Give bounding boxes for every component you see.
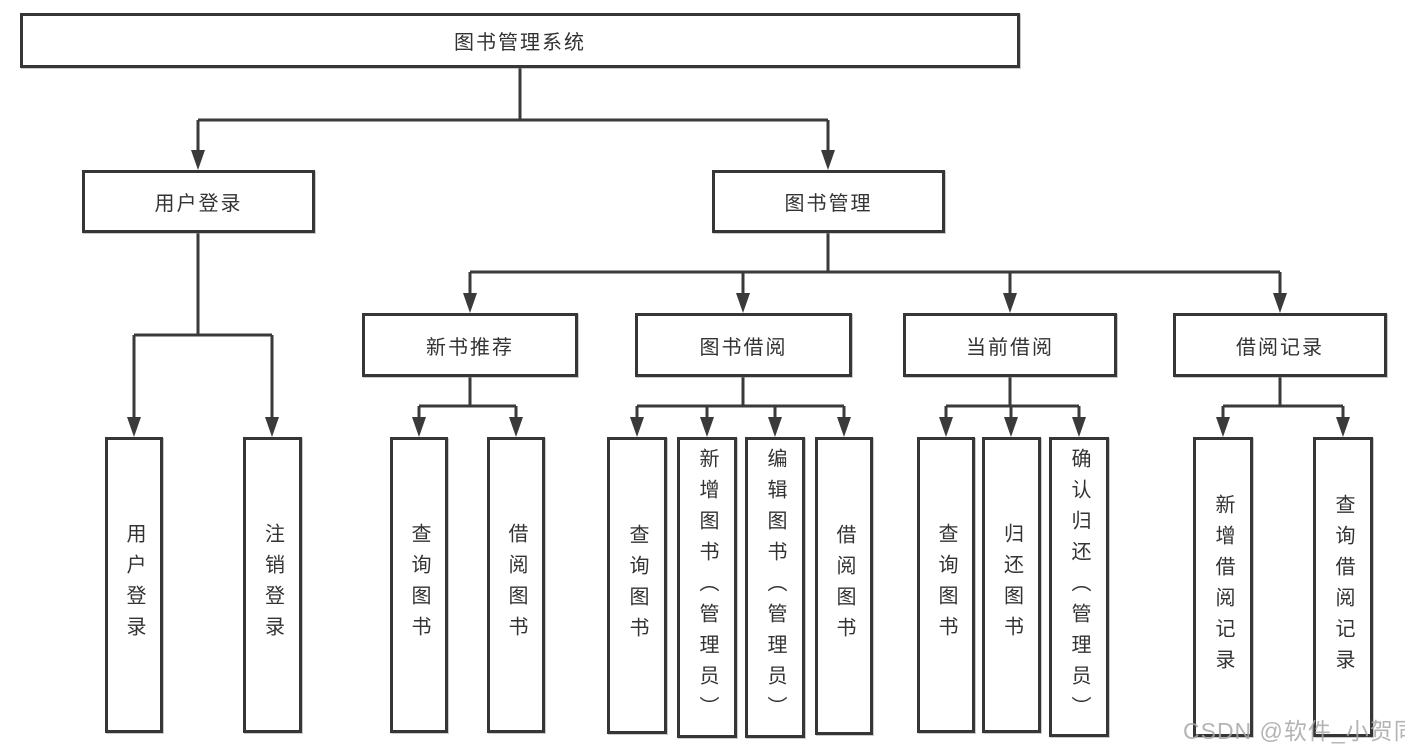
node-current-borrow-label: 当前借阅	[966, 336, 1054, 359]
leaf-return-book-label: 归还图书	[1000, 523, 1023, 647]
connector-currentborrow-to-leaves	[944, 375, 1081, 419]
leaf-logout: 注销登录	[243, 437, 302, 733]
connector-newbook-to-leaves	[417, 375, 518, 419]
leaf-confirm-return: 确认归还（管理员）	[1049, 437, 1109, 737]
arrowheads	[127, 150, 1350, 437]
connector-userlogin-to-leaves	[132, 231, 274, 419]
node-borrow-record: 借阅记录	[1173, 313, 1387, 377]
leaf-edit-book-label: 编辑图书（管理员）	[764, 448, 786, 727]
leaf-add-record-label: 新增借阅记录	[1212, 494, 1234, 680]
node-borrow-record-label: 借阅记录	[1236, 336, 1324, 359]
node-root-label: 图书管理系统	[454, 32, 586, 54]
node-user-login: 用户登录	[82, 170, 315, 233]
connector-borrowrecord-to-leaves	[1221, 375, 1345, 419]
leaf-borrow-book-1: 借阅图书	[487, 437, 545, 733]
node-book-mgmt-label: 图书管理	[784, 193, 873, 215]
leaf-query-record-label: 查询借阅记录	[1332, 494, 1354, 680]
leaf-add-book: 新增图书（管理员）	[677, 437, 737, 738]
leaf-add-record: 新增借阅记录	[1193, 437, 1253, 737]
leaf-user-login: 用户登录	[105, 437, 163, 733]
leaf-query-book-1-label: 查询图书	[408, 523, 430, 647]
leaf-query-book-2: 查询图书	[607, 437, 667, 734]
leaf-add-book-label: 新增图书（管理员）	[696, 448, 718, 727]
leaf-query-book-3: 查询图书	[917, 437, 975, 733]
leaf-logout-label: 注销登录	[261, 523, 284, 647]
node-new-book-rec-label: 新书推荐	[426, 336, 514, 359]
connector-bookmgmt-to-level3	[468, 231, 1282, 295]
node-book-mgmt: 图书管理	[712, 170, 945, 233]
leaf-borrow-book-2: 借阅图书	[815, 437, 873, 735]
leaf-user-login-label: 用户登录	[123, 523, 145, 647]
node-book-borrow: 图书借阅	[635, 313, 852, 377]
node-book-borrow-label: 图书借阅	[699, 336, 788, 359]
leaf-query-record: 查询借阅记录	[1313, 437, 1373, 737]
node-root: 图书管理系统	[20, 13, 1020, 68]
connector-bookborrow-to-leaves	[635, 375, 846, 419]
leaf-query-book-3-label: 查询图书	[935, 523, 957, 647]
leaf-confirm-return-label: 确认归还（管理员）	[1068, 447, 1090, 727]
leaf-edit-book: 编辑图书（管理员）	[745, 437, 805, 738]
leaf-query-book-1: 查询图书	[390, 437, 448, 733]
node-new-book-rec: 新书推荐	[362, 313, 578, 377]
leaf-return-book: 归还图书	[982, 437, 1041, 733]
leaf-borrow-book-1-label: 借阅图书	[505, 523, 527, 647]
node-user-login-label: 用户登录	[154, 193, 243, 215]
csdn-watermark: CSDN @软件_小贺同学	[1183, 718, 1405, 744]
connector-root-to-level2	[196, 66, 830, 152]
leaf-borrow-book-2-label: 借阅图书	[833, 524, 855, 648]
leaf-query-book-2-label: 查询图书	[626, 523, 648, 648]
node-current-borrow: 当前借阅	[903, 313, 1117, 377]
